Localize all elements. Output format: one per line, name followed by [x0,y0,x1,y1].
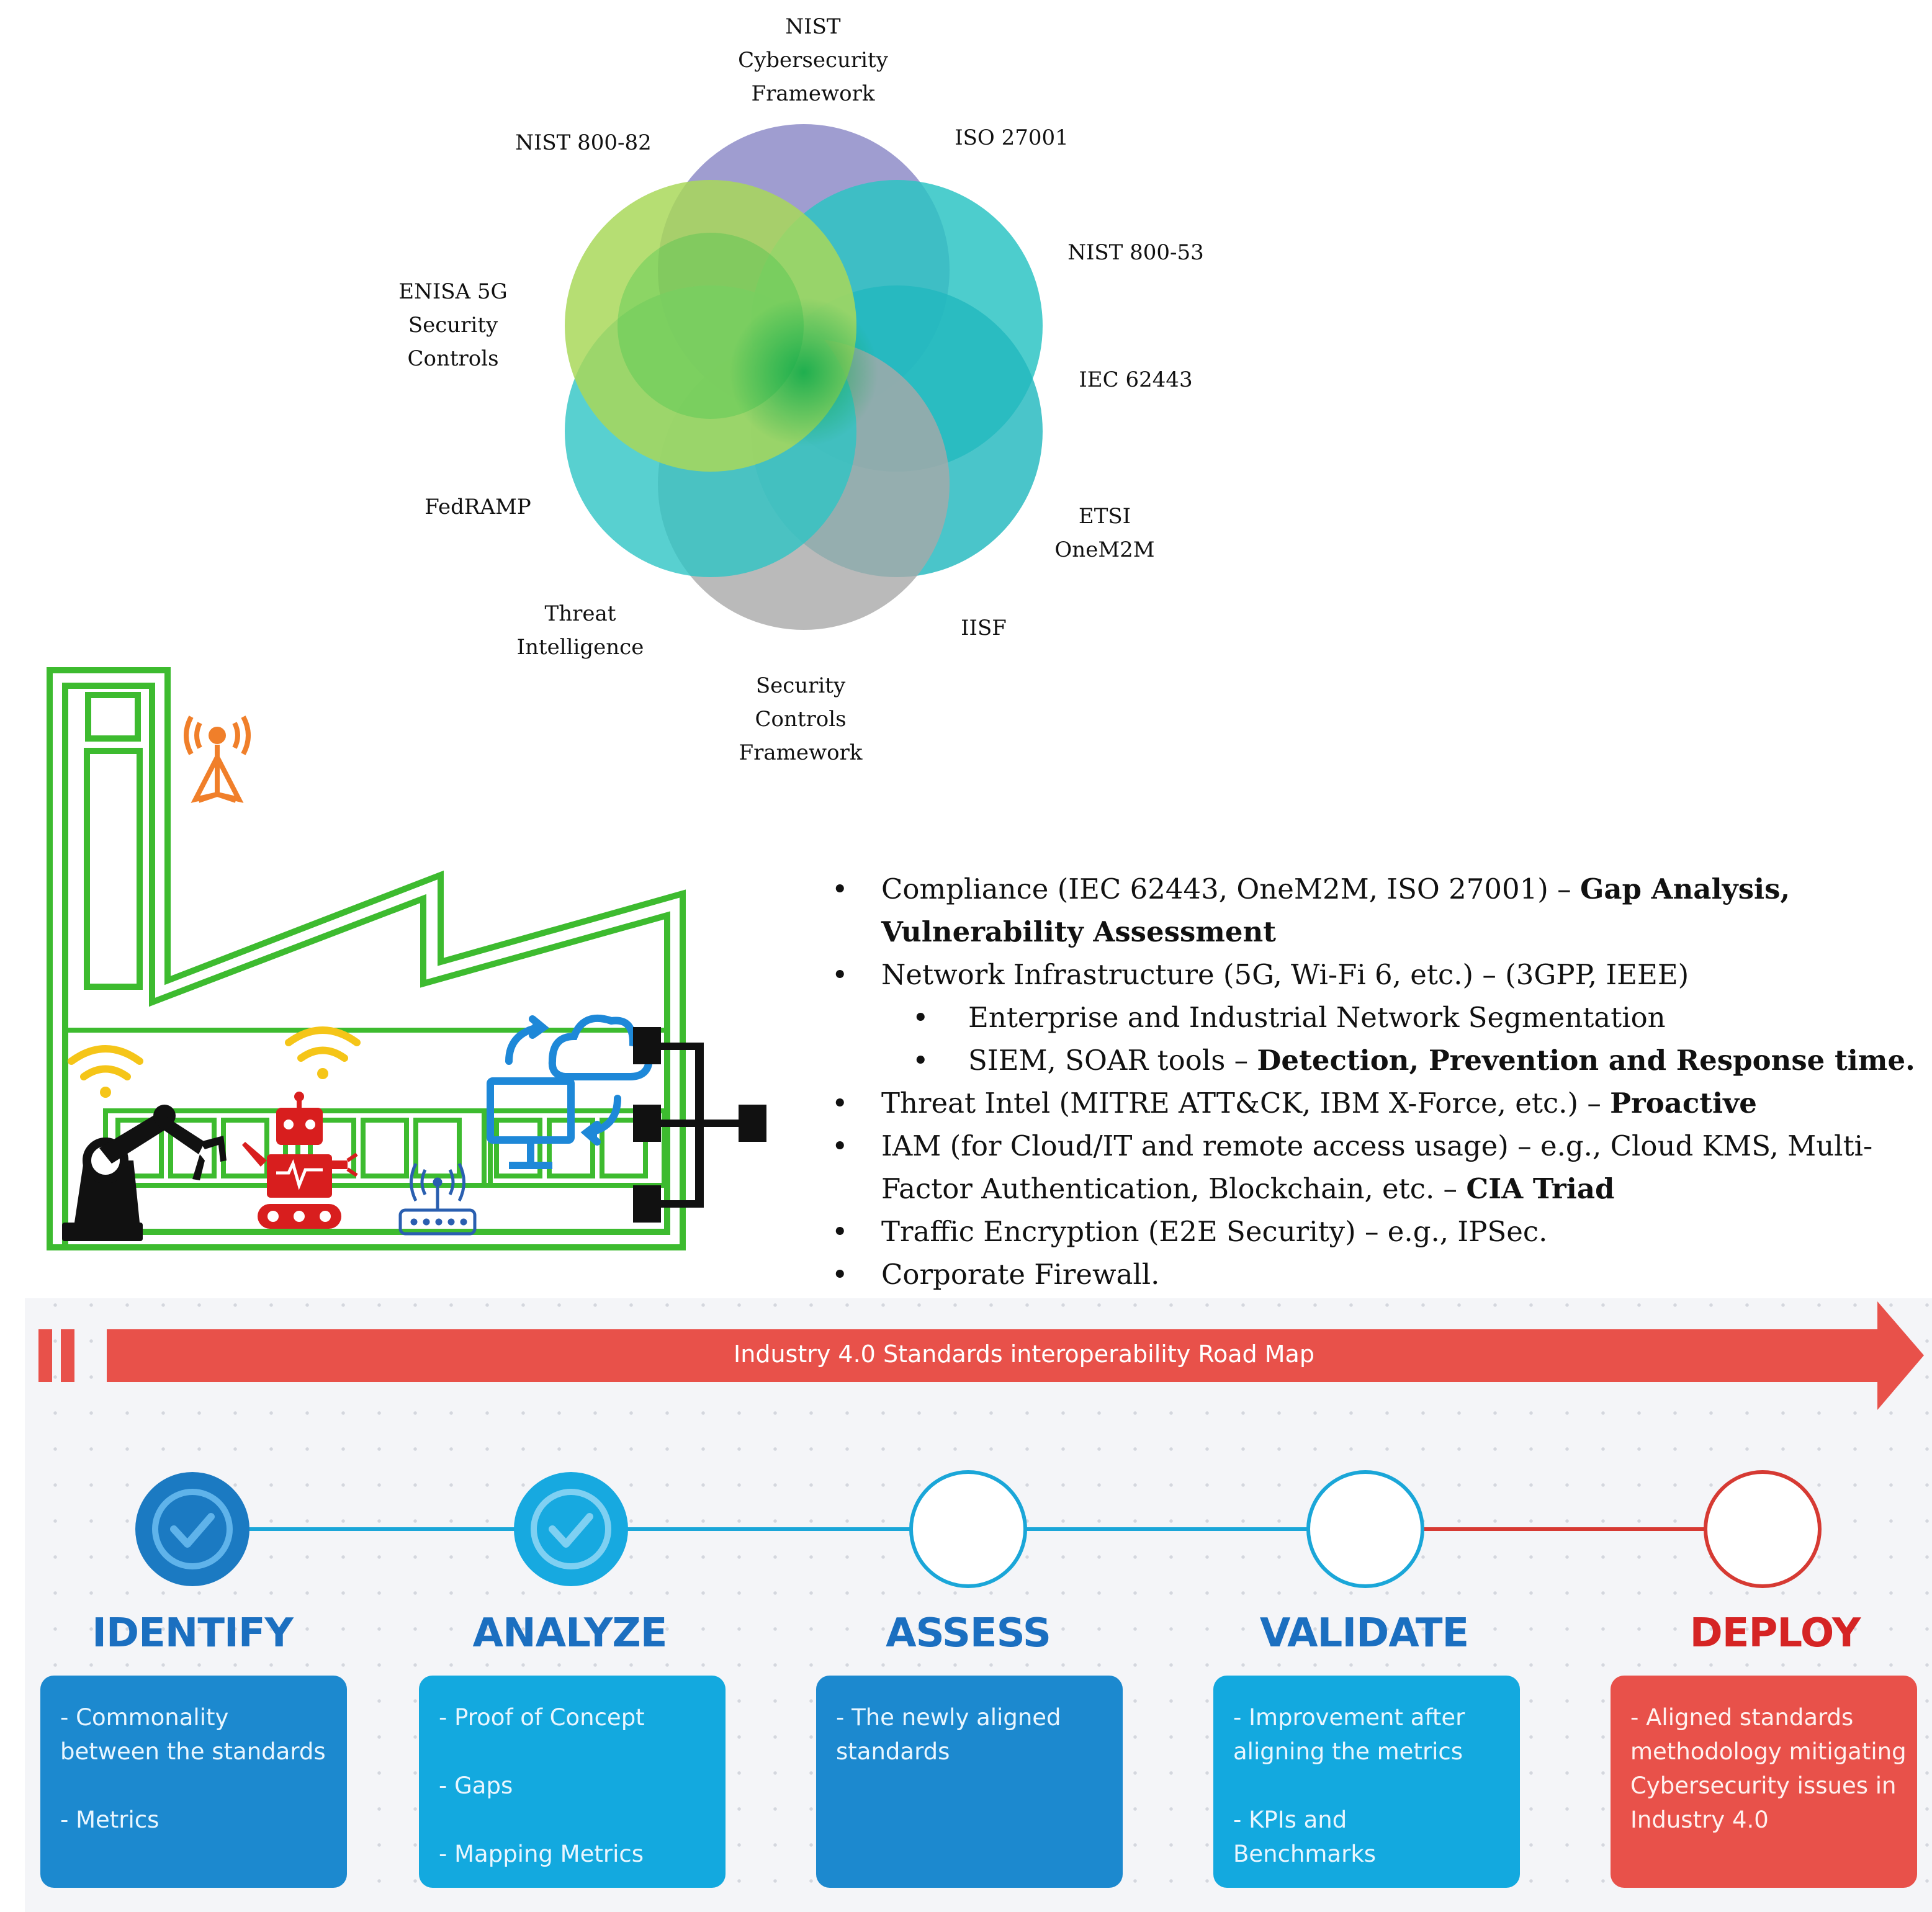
step-title-identify: IDENTIFY [92,1610,294,1656]
robot-arm-icon [62,1105,227,1241]
bullet-continuation: Vulnerability Assessment [881,915,1277,948]
checkmark-icon [170,1513,215,1548]
requirements-bullet-list: •Compliance (IEC 62443, OneM2M, ISO 2700… [819,868,1915,1296]
venn-core [729,298,878,447]
step-box-assess: - The newly aligned standards [816,1676,1123,1888]
monitor-icon [487,1077,575,1169]
label-fedramp: FedRAMP [425,495,531,519]
bullet-item: •Threat Intel (MITRE ATT&CK, IBM X-Force… [832,1087,1757,1120]
venn-circles [565,124,1043,630]
check-circle-icon [531,1489,611,1569]
bullet-item: •Compliance (IEC 62443, OneM2M, ISO 2700… [832,873,1790,905]
step-box-deploy: - Aligned standards methodology mitigati… [1611,1676,1917,1888]
factory-svg [47,667,766,1250]
chimney-window-long [84,748,143,990]
roadmap-timeline [135,1470,1822,1588]
step-deploy-node [1704,1470,1822,1588]
bullet-item: •Network Infrastructure (5G, Wi-Fi 6, et… [832,958,1689,991]
step-box-identify: - Commonality between the standards - Me… [40,1676,347,1888]
chimney-window-top [85,692,141,742]
roadmap-arrow [38,1301,1924,1410]
robot-icon [242,1092,358,1229]
cloud-sync-icon [505,1014,653,1146]
step-title-validate: VALIDATE [1259,1610,1469,1656]
cell-tower-icon [184,716,251,803]
bullet-subitem: •Enterprise and Industrial Network Segme… [912,1001,1666,1034]
step-box-validate: - Improvement after aligning the metrics… [1213,1676,1520,1888]
label-iec62443: IEC 62443 [1079,367,1193,392]
label-nist80082: NIST 800-82 [515,130,652,155]
factory-inner-wall [62,683,670,1247]
step-box-analyze: - Proof of Concept - Gaps - Mapping Metr… [419,1676,726,1888]
wifi-icon-2 [285,1026,361,1079]
label-nist80053: NIST 800-53 [1067,240,1204,265]
arrow-body [107,1301,1924,1410]
step-title-assess: ASSESS [886,1610,1051,1656]
factory-illustration [37,664,782,1272]
check-circle-icon [152,1489,233,1569]
step-title-analyze: ANALYZE [472,1610,668,1656]
arrow-tail-bar [38,1329,52,1382]
checkmark-icon [549,1513,593,1548]
label-iisf: IISF [961,616,1007,640]
step-identify-node [135,1472,249,1586]
router-icon [398,1162,477,1236]
factory-outer-wall [47,667,686,1250]
label-iso27001: ISO 27001 [955,125,1069,150]
wifi-icon [68,1045,143,1098]
step-title-deploy: DEPLOY [1689,1610,1861,1656]
bullet-continuation: Factor Authentication, Blockchain, etc. … [881,1172,1615,1205]
bullet-item: •IAM (for Cloud/IT and remote access usa… [832,1129,1873,1162]
arrow-tail-bar [61,1329,74,1382]
step-assess-node [909,1470,1027,1588]
bullet-item: •Corporate Firewall. [832,1258,1160,1291]
step-analyze-node [514,1472,628,1586]
bullet-item: •Traffic Encryption (E2E Security) – e.g… [832,1215,1548,1248]
roadmap-panel: Industry 4.0 Standards interoperability … [25,1298,1932,1912]
bullet-subitem: •SIEM, SOAR tools – Detection, Preventio… [912,1044,1915,1077]
network-switch-icon [633,1027,766,1223]
step-validate-node [1306,1470,1424,1588]
roadmap-title: Industry 4.0 Standards interoperability … [734,1340,1314,1368]
